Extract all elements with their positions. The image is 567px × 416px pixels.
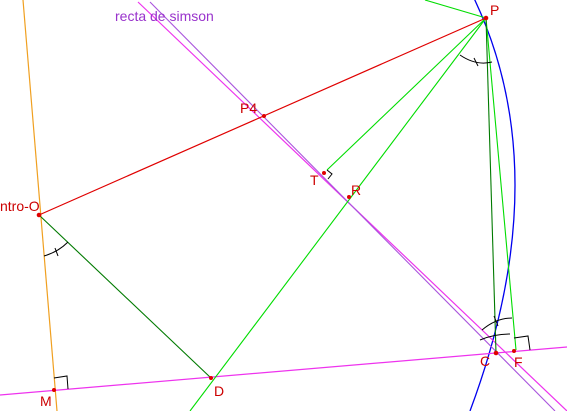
point-D[interactable] xyxy=(209,376,213,380)
label-C: C xyxy=(480,353,490,369)
segment-OD xyxy=(38,214,212,379)
circumcircle-arc xyxy=(469,0,516,412)
right-angle-M xyxy=(53,375,69,390)
point-P4[interactable] xyxy=(262,114,266,118)
label-M: M xyxy=(40,393,52,409)
angle-tick-C xyxy=(493,315,499,327)
point-C[interactable] xyxy=(493,350,499,356)
label-F: F xyxy=(514,354,523,370)
right-angle-T xyxy=(326,169,333,180)
angle-mark-O xyxy=(43,241,69,257)
point-M[interactable] xyxy=(52,388,56,392)
point-T[interactable] xyxy=(322,171,326,175)
right-angle-F xyxy=(513,335,531,351)
label-T: T xyxy=(310,172,319,188)
label-P4: P4 xyxy=(240,100,257,116)
point-F[interactable] xyxy=(512,349,516,353)
green-line-PD xyxy=(189,17,487,412)
angle-tick-P xyxy=(473,57,479,67)
point-O[interactable] xyxy=(36,212,42,218)
point-P[interactable] xyxy=(483,15,489,21)
label-R: R xyxy=(351,182,361,198)
green-line-PT xyxy=(326,17,487,171)
violet-line xyxy=(149,1,556,412)
simson-line-label: recta de simson xyxy=(115,8,214,24)
angle-mark-C2 xyxy=(479,333,511,341)
label-centro-O: ntro-O xyxy=(0,198,40,214)
angle-tick-O xyxy=(54,247,59,257)
green-line-top xyxy=(424,0,487,19)
segment-PC xyxy=(485,17,497,354)
point-R[interactable] xyxy=(347,195,351,199)
magenta-side-line xyxy=(0,346,567,396)
green-line-PF xyxy=(485,17,517,351)
label-D: D xyxy=(214,383,224,399)
orange-line xyxy=(22,0,58,412)
label-P: P xyxy=(490,2,499,18)
